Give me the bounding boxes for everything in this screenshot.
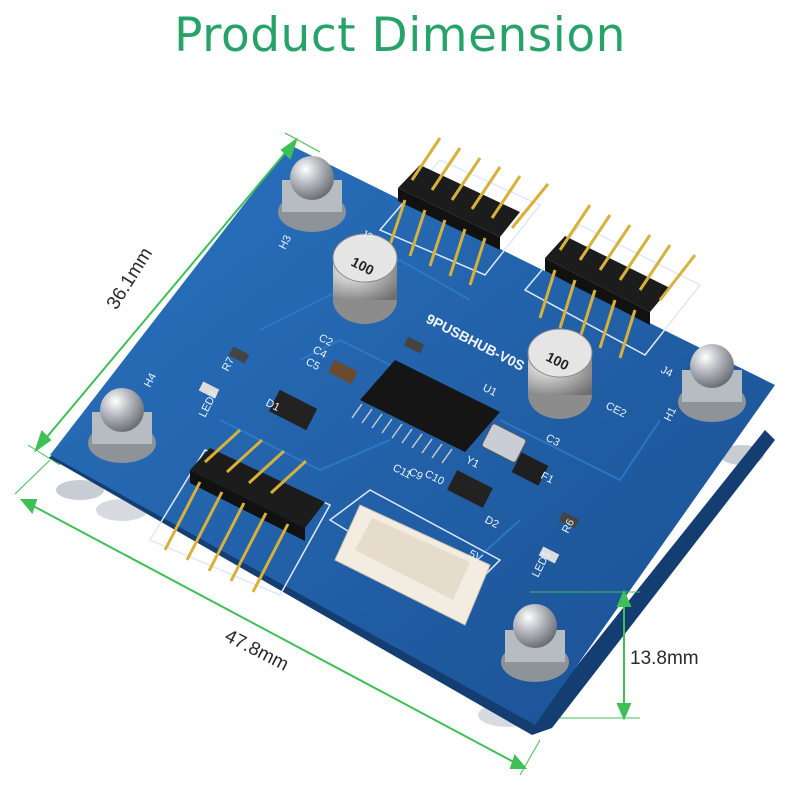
capacitor-right bbox=[527, 328, 593, 419]
label-j4: J4 bbox=[659, 364, 675, 380]
capacitor-left bbox=[332, 233, 398, 324]
label-c5: C5 bbox=[304, 356, 322, 373]
label-d1: D1 bbox=[264, 397, 282, 414]
pcb-edge bbox=[48, 430, 775, 735]
label-c3: C3 bbox=[544, 432, 562, 449]
label-f1: F1 bbox=[539, 470, 556, 487]
label-j3: J3 bbox=[359, 228, 375, 244]
depth-dimension-label: 13.8mm bbox=[630, 648, 699, 669]
silkscreen-labels: J3 J4 H1 H3 H4 U1 CE2 C2 C3 C4 C5 D1 D2 … bbox=[142, 228, 679, 579]
height-dimension-line bbox=[35, 139, 297, 451]
jst-connector bbox=[334, 504, 491, 626]
label-r6: R6 bbox=[560, 517, 577, 535]
acorn-nut-h1 bbox=[678, 344, 746, 422]
label-c9: C9 bbox=[407, 466, 425, 483]
label-u1: U1 bbox=[481, 382, 499, 399]
pcb-board bbox=[50, 145, 775, 725]
label-h4: H4 bbox=[142, 371, 159, 389]
label-d2: D2 bbox=[483, 514, 501, 531]
product-dimension-title: Product Dimension bbox=[174, 8, 626, 63]
acorn-nut-h2 bbox=[501, 604, 569, 682]
pin-header-bottom bbox=[163, 428, 325, 593]
label-5v: 5V bbox=[467, 548, 485, 565]
dimension-lines bbox=[14, 132, 640, 776]
pin-header-j3 bbox=[388, 137, 550, 286]
usb-hub-chip bbox=[351, 360, 500, 464]
acorn-nut-h3 bbox=[278, 156, 346, 232]
label-y1: Y1 bbox=[464, 454, 481, 471]
label-r7: R7 bbox=[220, 355, 237, 373]
label-h3: H3 bbox=[277, 233, 294, 251]
label-c4: C4 bbox=[311, 344, 329, 361]
width-dimension-line bbox=[21, 499, 526, 769]
label-c2: C2 bbox=[317, 332, 335, 349]
label-h1: H1 bbox=[662, 405, 679, 423]
acorn-nut-h4 bbox=[88, 388, 156, 463]
pin-header-j4 bbox=[538, 204, 697, 359]
smd-components bbox=[198, 336, 580, 564]
crystal-oscillator bbox=[481, 423, 527, 463]
